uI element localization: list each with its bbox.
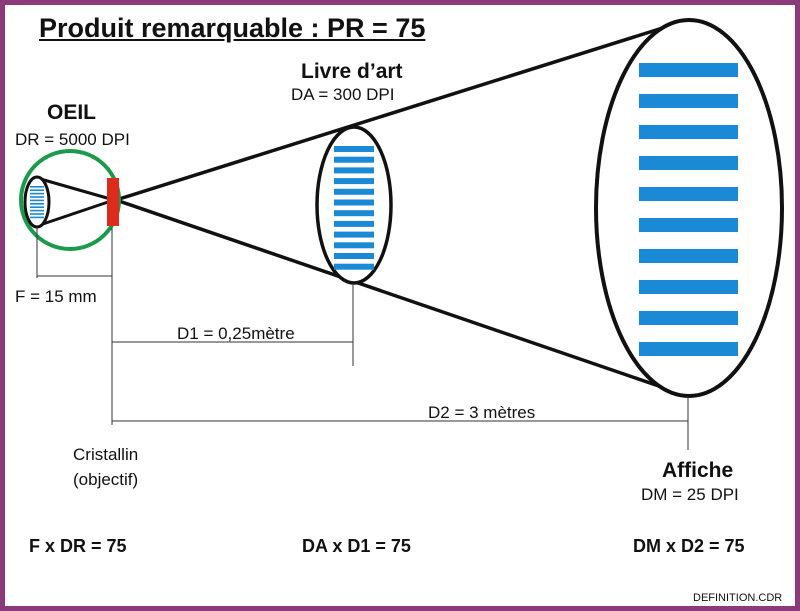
eye-stripe (30, 209, 44, 212)
book-stripe (334, 199, 374, 206)
eye-stripe (30, 206, 44, 208)
eye-stripe (30, 196, 44, 198)
poster-stripe (639, 280, 738, 294)
book-label: Livre d’art (301, 60, 403, 83)
poster-stripe (639, 342, 738, 356)
eye-stripe (30, 189, 44, 191)
eye-stripe (30, 192, 44, 195)
eye-resolution: DR = 5000 DPI (15, 130, 130, 149)
book-stripe (334, 167, 374, 174)
book-stripe (334, 263, 374, 270)
eye-cone-bottom-line (36, 198, 115, 228)
cone-bottom-line (115, 198, 689, 398)
formula-book: DA x D1 = 75 (302, 536, 411, 556)
page-title: Produit remarquable : PR = 75 (39, 13, 426, 43)
poster-stripe (639, 156, 738, 170)
formula-poster: DM x D2 = 75 (633, 536, 745, 556)
poster-label: Affiche (662, 459, 734, 482)
eye-stripe (30, 216, 44, 219)
eye-image-ellipse (23, 175, 51, 229)
book-stripe (334, 231, 374, 238)
book-stripe (334, 210, 374, 217)
focal-length-label: F = 15 mm (15, 287, 97, 306)
book-stripe (334, 253, 374, 259)
eye-image-stripes (30, 186, 44, 219)
poster-ellipse (594, 18, 784, 398)
poster-stripe (639, 94, 738, 108)
resolution-diagram (19, 18, 784, 450)
poster-stripe (639, 63, 738, 77)
book-resolution: DA = 300 DPI (291, 85, 395, 104)
lens-sublabel: (objectif) (73, 470, 139, 489)
eye-stripe (30, 186, 44, 188)
book-stripe (334, 146, 374, 152)
formula-eye: F x DR = 75 (29, 536, 127, 556)
book-stripe (334, 156, 374, 163)
poster-stripe (639, 125, 738, 139)
book-stripe (334, 242, 374, 249)
book-stripe (334, 220, 374, 227)
credit-text: DEFINITION.CDR (693, 592, 783, 604)
eye-cone-top-line (36, 176, 115, 202)
book-stripe (334, 188, 374, 195)
eye-stripe (30, 213, 44, 215)
book-stripes (334, 146, 374, 270)
d1-label: D1 = 0,25mètre (177, 324, 295, 343)
eye-stripe (30, 199, 44, 202)
cone-top-line (115, 18, 689, 202)
retina-marker (107, 178, 119, 226)
eye-stripe (30, 203, 44, 205)
lens-label: Cristallin (73, 445, 139, 464)
poster-stripe (639, 218, 738, 232)
poster-stripes (639, 63, 738, 356)
poster-stripe (639, 187, 738, 201)
poster-stripe (639, 249, 738, 263)
eye-label: OEIL (47, 101, 97, 124)
poster-resolution: DM = 25 DPI (641, 485, 739, 504)
poster-stripe (639, 311, 738, 325)
book-stripe (334, 178, 374, 185)
d2-label: D2 = 3 mètres (428, 403, 536, 422)
